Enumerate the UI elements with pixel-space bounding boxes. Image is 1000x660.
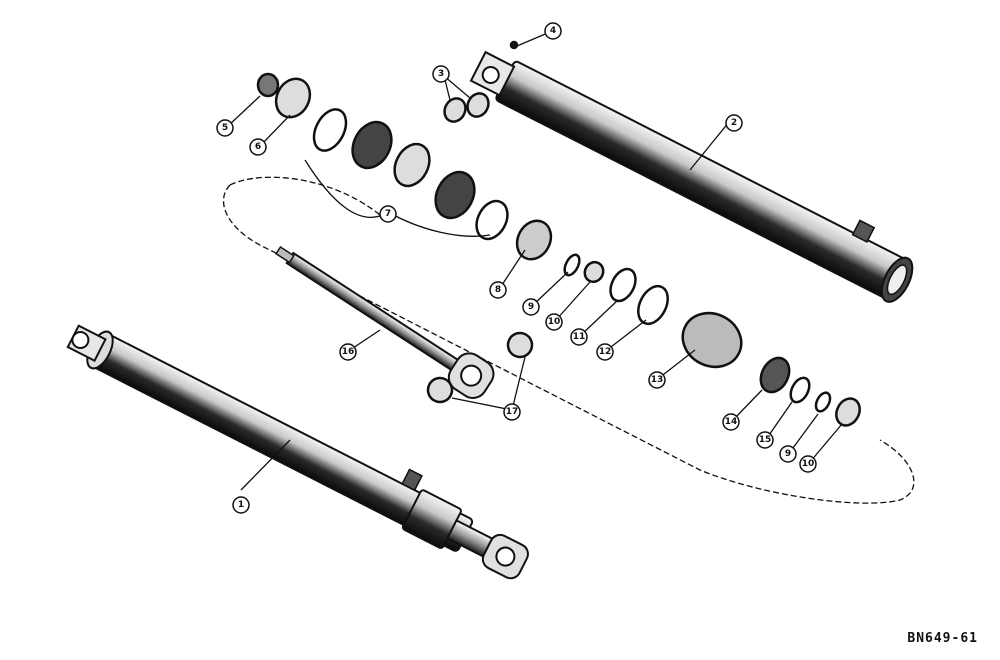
- svg-text:11: 11: [573, 332, 586, 342]
- svg-text:8: 8: [495, 285, 501, 295]
- callout-3: 3: [432, 65, 450, 83]
- svg-text:10: 10: [548, 317, 561, 327]
- svg-text:1: 1: [238, 500, 244, 510]
- callout-8: 8: [489, 281, 507, 299]
- callout-10b: 10: [799, 455, 817, 473]
- svg-text:4: 4: [550, 26, 556, 36]
- callout-2: 2: [725, 114, 743, 132]
- seal-kit-parts: [256, 40, 861, 427]
- svg-text:13: 13: [651, 375, 664, 385]
- piston-rod-16: [275, 245, 495, 399]
- svg-text:3: 3: [438, 69, 444, 79]
- cylinder-assembly-1: [66, 324, 529, 580]
- cylinder-barrel-2: [469, 50, 914, 303]
- svg-text:9: 9: [528, 302, 534, 312]
- callout-14: 14: [722, 413, 740, 431]
- svg-text:15: 15: [759, 435, 772, 445]
- svg-text:10: 10: [802, 459, 815, 469]
- svg-text:17: 17: [506, 407, 519, 417]
- callout-7: 7: [379, 205, 397, 223]
- callout-12: 12: [596, 343, 614, 361]
- drawing-code: BN649-61: [907, 631, 978, 646]
- callout-1: 1: [232, 496, 250, 514]
- svg-text:16: 16: [342, 347, 355, 357]
- callout-13: 13: [648, 371, 666, 389]
- callout-9: 9: [522, 298, 540, 316]
- callout-10: 10: [545, 313, 563, 331]
- svg-text:7: 7: [385, 209, 391, 219]
- callout-markers: 1 2 3 4 5 6 7 8 9 10 11 12 13 14 15 9 10…: [216, 22, 817, 514]
- svg-text:5: 5: [222, 123, 228, 133]
- callout-11: 11: [570, 328, 588, 346]
- callout-17: 17: [503, 403, 521, 421]
- svg-text:9: 9: [785, 449, 791, 459]
- svg-text:2: 2: [731, 118, 737, 128]
- leader-lines: [227, 31, 843, 491]
- callout-15: 15: [756, 431, 774, 449]
- callout-4: 4: [544, 22, 562, 40]
- callout-9b: 9: [779, 445, 797, 463]
- callout-5: 5: [216, 119, 234, 137]
- parts-group-outline: [222, 176, 915, 504]
- callout-16: 16: [339, 343, 357, 361]
- callout-6: 6: [249, 138, 267, 156]
- svg-text:12: 12: [599, 347, 612, 357]
- svg-text:6: 6: [255, 142, 261, 152]
- svg-text:14: 14: [725, 417, 738, 427]
